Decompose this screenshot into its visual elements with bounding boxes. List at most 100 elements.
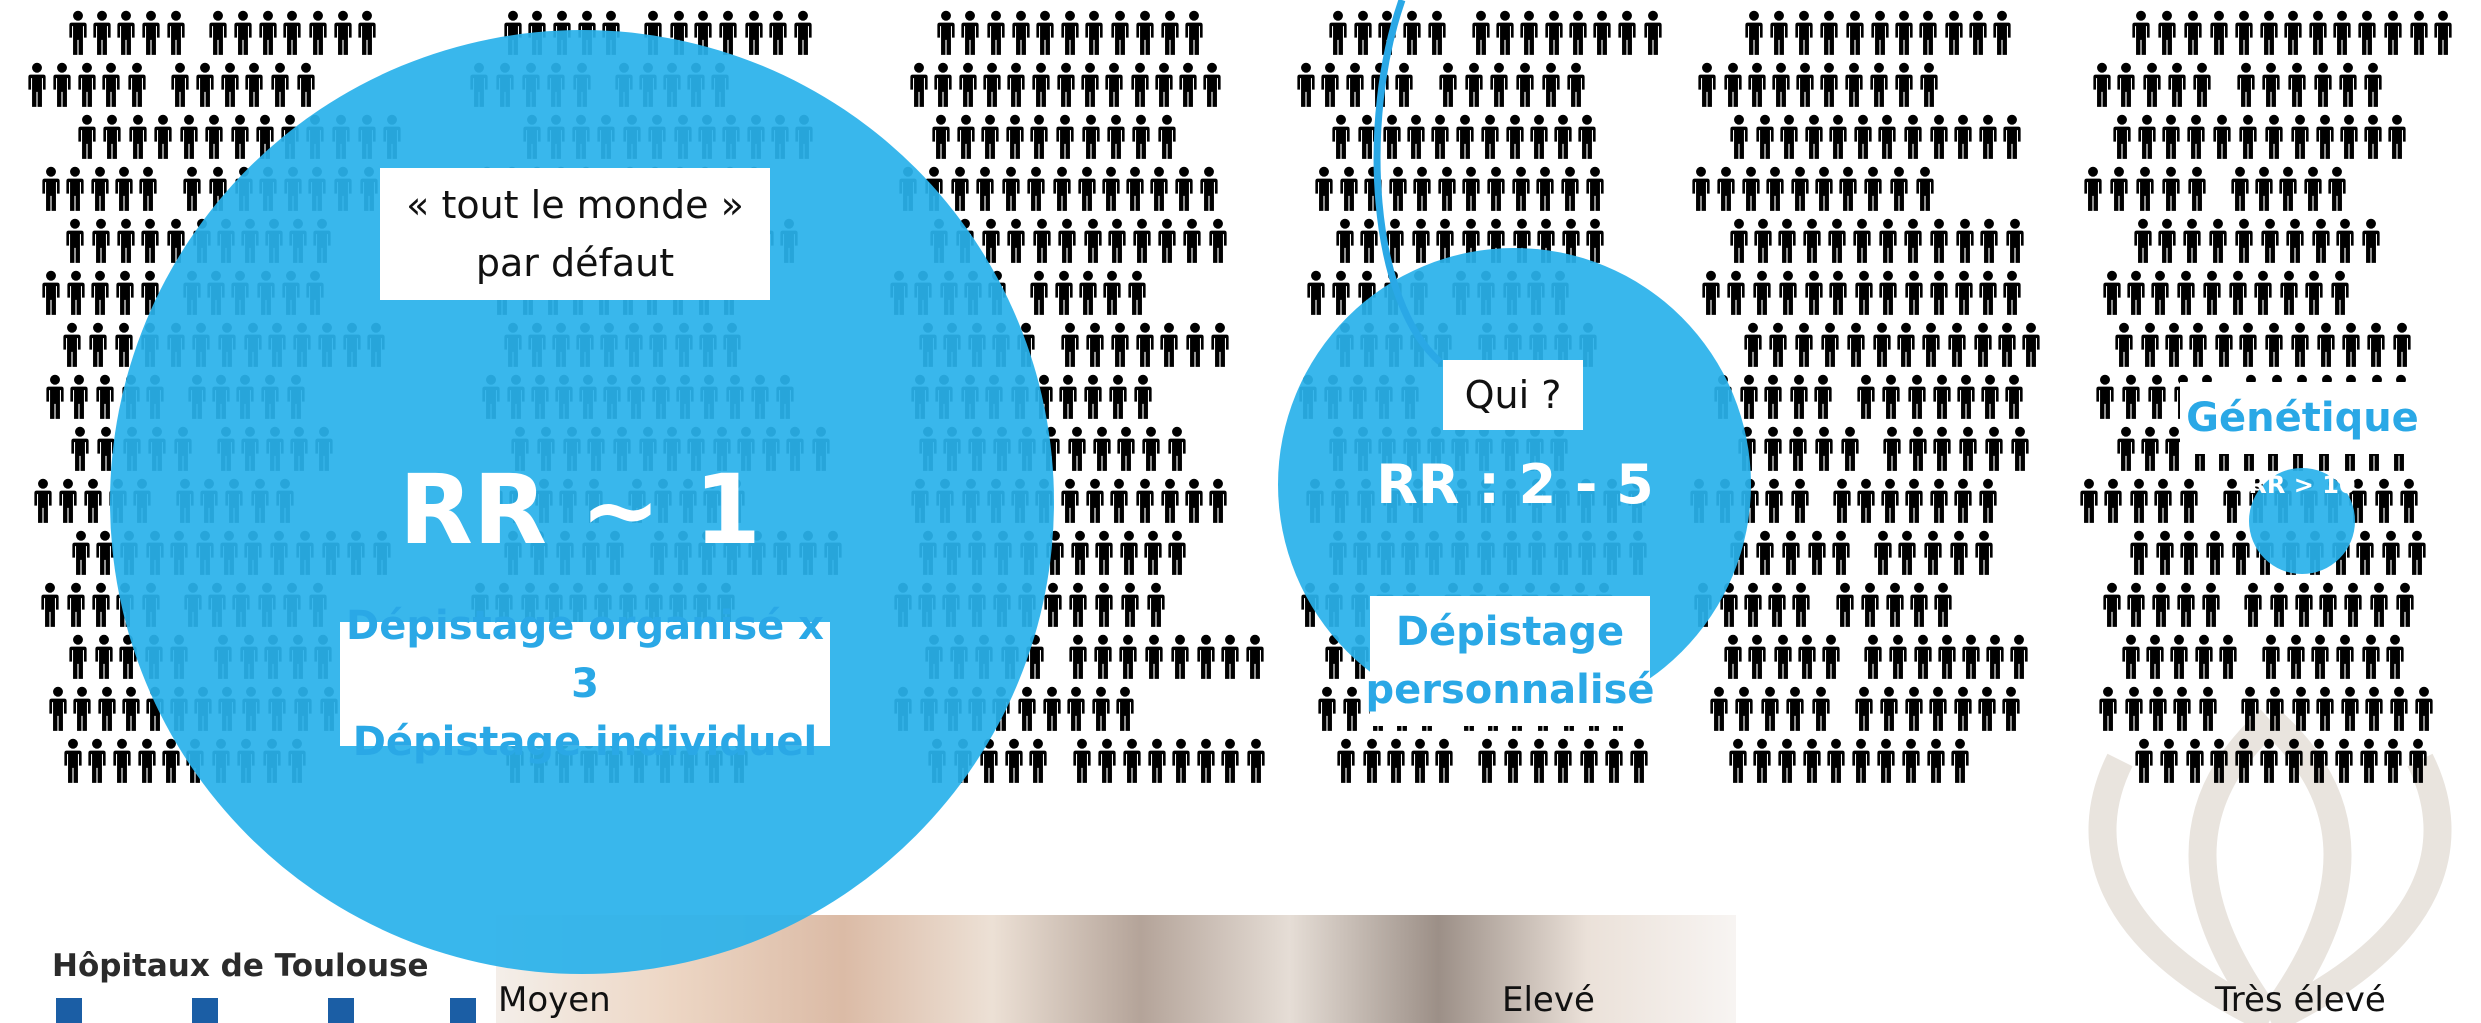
person-icon <box>2295 582 2313 627</box>
person-icon <box>1805 270 1823 315</box>
person-icon <box>1098 738 1116 783</box>
person-icon <box>1095 530 1113 575</box>
person-icon <box>1904 218 1922 263</box>
person-icon <box>2138 114 2156 159</box>
person-icon <box>1962 634 1980 679</box>
person-icon <box>1820 62 1838 107</box>
person-icon <box>1110 478 1128 523</box>
person-icon <box>1554 114 1572 159</box>
person-icon <box>1018 686 1036 731</box>
person-icon <box>2002 686 2020 731</box>
person-icon <box>1068 426 1086 471</box>
person-icon <box>1717 166 1735 211</box>
person-icon <box>1791 166 1809 211</box>
person-icon <box>1754 218 1772 263</box>
person-icon <box>2005 374 2023 419</box>
person-icon <box>2170 634 2188 679</box>
person-icon <box>1209 478 1227 523</box>
person-icon <box>1975 530 1993 575</box>
person-icon <box>1044 582 1062 627</box>
person-icon <box>2291 114 2309 159</box>
person-icon <box>2360 738 2378 783</box>
person-icon <box>2388 114 2406 159</box>
person-icon <box>1930 114 1948 159</box>
person-icon <box>1829 114 1847 159</box>
person-icon <box>2408 530 2426 575</box>
person-icon <box>2003 114 2021 159</box>
person-icon <box>1954 686 1972 731</box>
person-icon <box>1318 686 1336 731</box>
person-icon <box>1886 582 1904 627</box>
person-icon <box>2203 270 2221 315</box>
person-icon <box>1998 322 2016 367</box>
person-icon <box>2254 270 2272 315</box>
person-icon <box>1780 114 1798 159</box>
person-icon <box>2390 686 2408 731</box>
person-icon <box>2261 218 2279 263</box>
person-icon <box>138 738 156 783</box>
person-icon <box>1768 582 1786 627</box>
person-icon <box>2162 114 2180 159</box>
person-icon <box>2285 738 2303 783</box>
person-icon <box>1853 218 1871 263</box>
person-icon <box>1069 634 1087 679</box>
person-icon <box>2255 166 2273 211</box>
person-icon <box>1756 114 1774 159</box>
rr-average: RR ~ 1 <box>399 454 761 566</box>
person-icon <box>1168 426 1186 471</box>
person-icon <box>1933 374 1951 419</box>
person-icon <box>1878 114 1896 159</box>
person-icon <box>1764 374 1782 419</box>
person-icon <box>2312 218 2330 263</box>
person-icon <box>2154 478 2172 523</box>
person-icon <box>1948 322 1966 367</box>
person-icon <box>2305 270 2323 315</box>
person-icon <box>1520 10 1538 55</box>
person-icon <box>1086 478 1104 523</box>
person-icon <box>2235 10 2253 55</box>
person-icon <box>2151 270 2169 315</box>
person-icon <box>1506 114 1524 159</box>
person-icon <box>1043 686 1061 731</box>
person-icon <box>2127 582 2145 627</box>
person-icon <box>1536 166 1554 211</box>
person-icon <box>1978 686 1996 731</box>
person-icon <box>1618 10 1636 55</box>
person-icon <box>1883 426 1901 471</box>
rr-very-high: RR > 10 <box>2248 471 2356 499</box>
person-icon <box>2265 114 2283 159</box>
person-icon <box>1343 686 1361 731</box>
person-icon <box>2206 530 2224 575</box>
person-icon <box>1120 530 1138 575</box>
person-icon <box>49 686 67 731</box>
person-icon <box>2168 62 2186 107</box>
person-icon <box>1950 530 1968 575</box>
person-icon <box>2434 10 2452 55</box>
person-icon <box>1879 270 1897 315</box>
person-icon <box>2183 218 2201 263</box>
person-icon <box>2244 582 2262 627</box>
person-icon <box>1593 10 1611 55</box>
person-icon <box>2235 738 2253 783</box>
person-icon <box>1980 218 1998 263</box>
person-icon <box>2384 738 2402 783</box>
person-icon <box>1144 530 1162 575</box>
person-icon <box>2287 634 2305 679</box>
person-icon <box>1841 426 1859 471</box>
person-icon <box>1846 10 1864 55</box>
person-icon <box>1855 270 1873 315</box>
person-icon <box>2199 686 2217 731</box>
person-icon <box>71 426 89 471</box>
person-icon <box>1871 10 1889 55</box>
person-icon <box>1864 166 1882 211</box>
person-icon <box>1247 738 1265 783</box>
person-icon <box>2336 634 2354 679</box>
person-icon <box>1094 634 1112 679</box>
person-icon <box>2382 530 2400 575</box>
person-icon <box>1782 530 1800 575</box>
person-icon <box>2260 10 2278 55</box>
person-icon <box>1185 478 1203 523</box>
person-icon <box>1836 582 1854 627</box>
person-icon <box>92 582 110 627</box>
person-icon <box>1985 426 2003 471</box>
